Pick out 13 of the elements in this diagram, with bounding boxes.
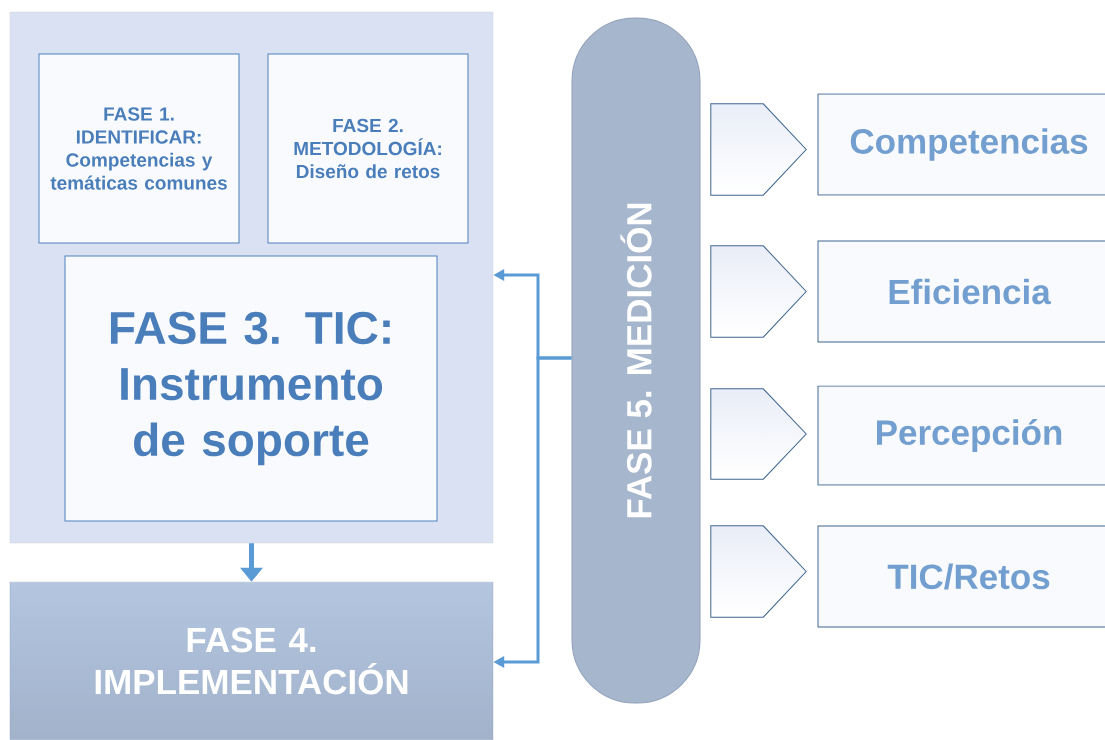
phase-box: FASE 4. IMPLEMENTACIÓN [9, 581, 494, 740]
phase-box: FASE 2. METODOLOGÍA: Diseño de retos [267, 53, 469, 244]
pentagon-shape [710, 103, 807, 196]
pentagon-shape [710, 245, 807, 338]
result-box: Eficiencia [817, 240, 1105, 343]
phase-box: FASE 3. TIC: Instrumento de soporte [64, 255, 438, 522]
pentagon-shape [710, 388, 807, 480]
result-box: Competencias [817, 93, 1105, 196]
pentagon-shape [710, 525, 807, 618]
rounded-bar: FASE 5. MEDICIÓN [571, 17, 701, 704]
result-box: Percepción [817, 385, 1105, 486]
phase-box: FASE 1. IDENTIFICAR: Competencias y temáticas comunes [38, 53, 240, 244]
result-box: TIC/Retos [817, 525, 1105, 628]
